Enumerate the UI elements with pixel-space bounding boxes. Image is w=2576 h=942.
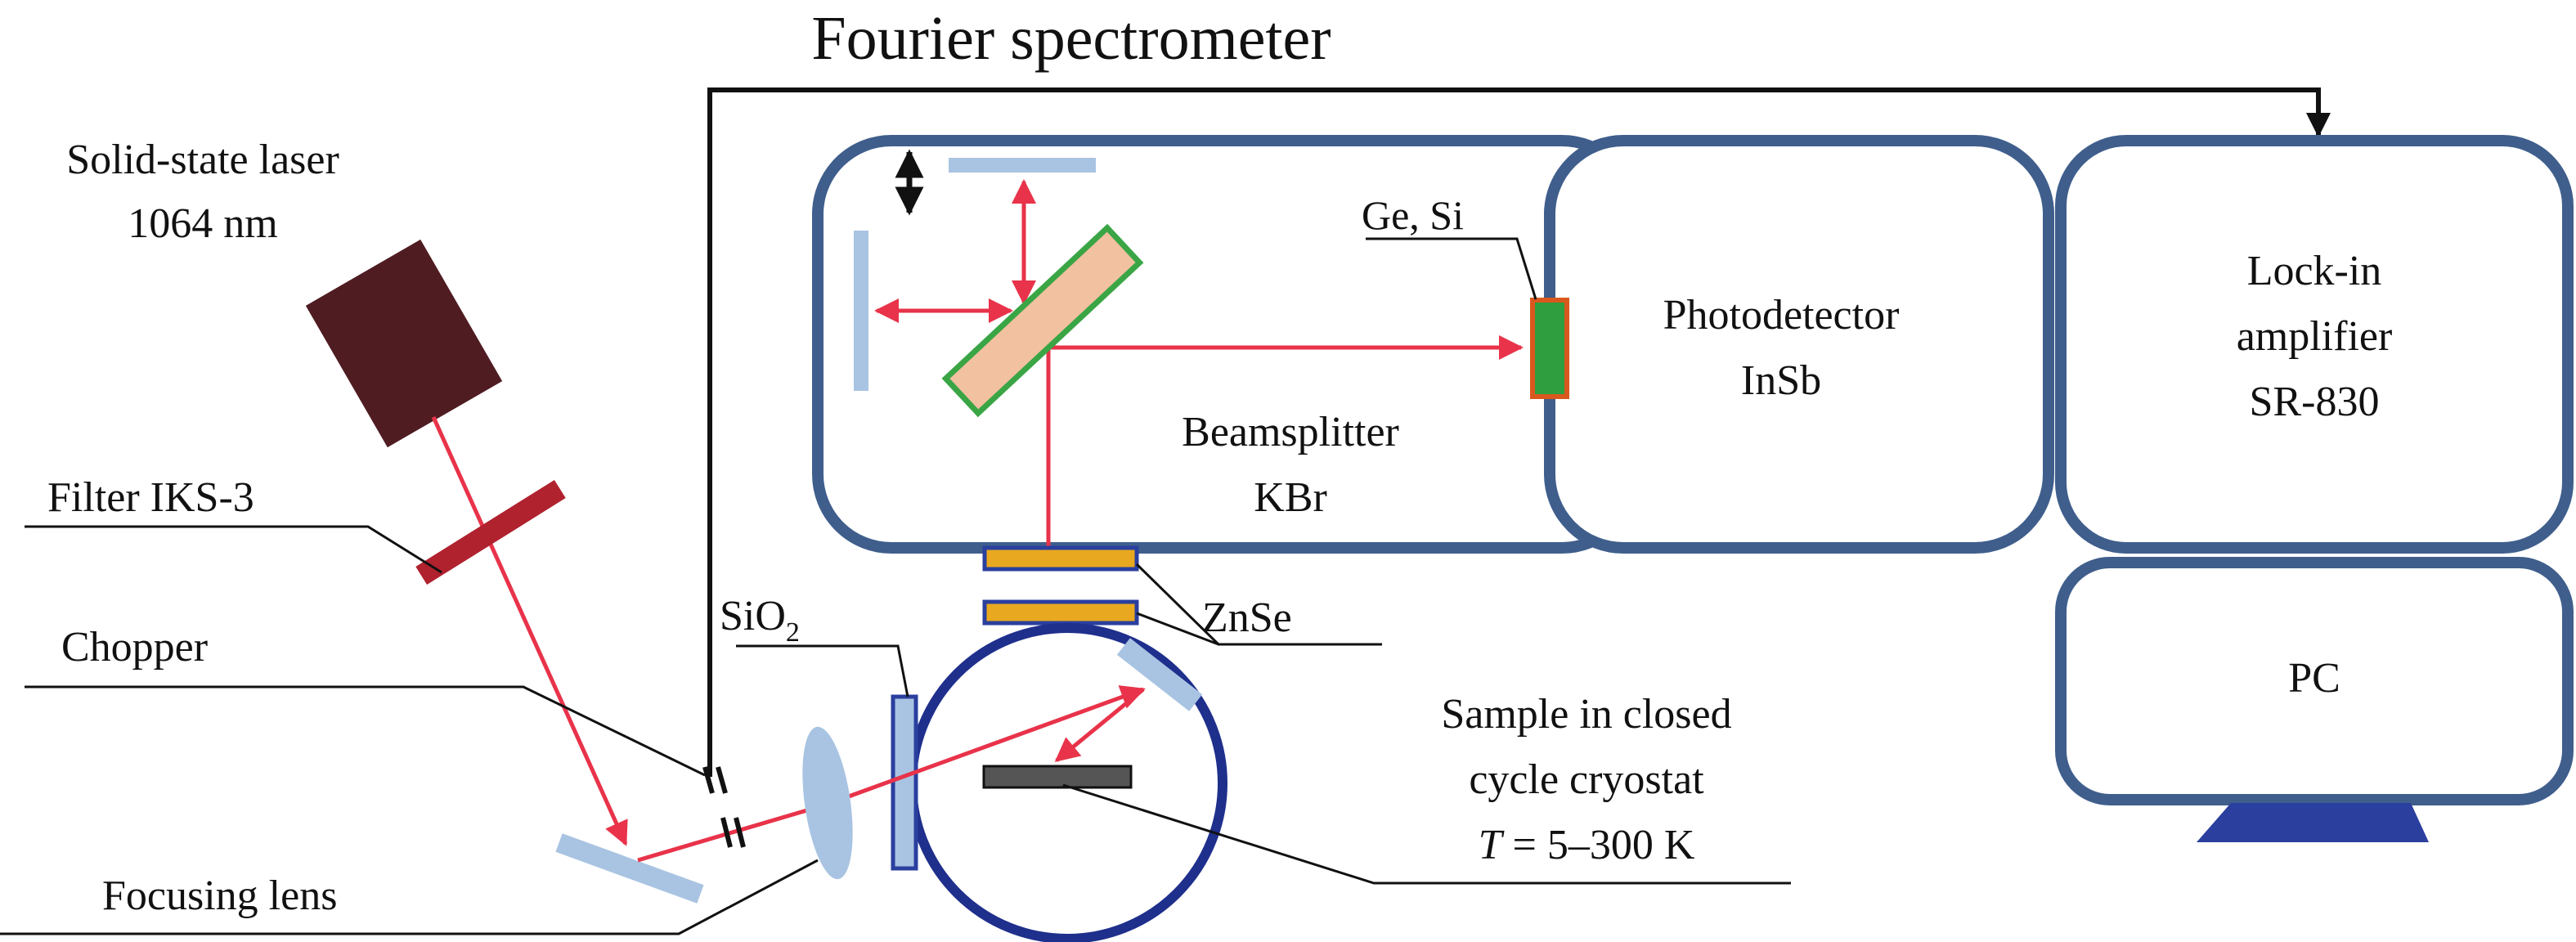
lockin-label-line2: amplifier — [2237, 313, 2393, 360]
moving-mirror — [949, 158, 1096, 173]
laser-label-line2: 1064 nm — [128, 200, 277, 247]
sample-leader — [1062, 783, 1791, 885]
sample-label-line2: cycle cryostat — [1469, 756, 1704, 803]
sio2-label: SiO2 — [720, 593, 800, 648]
beamsplitter-plate — [941, 223, 1144, 418]
lockin-label-line1: Lock-in — [2247, 248, 2382, 294]
sio2-label-subscript: 2 — [786, 617, 800, 648]
chopper-blade-lower — [720, 817, 733, 848]
interferometer-box — [812, 135, 1641, 554]
znse-window-bottom — [982, 599, 1139, 626]
pc-monitor-box — [2055, 557, 2574, 805]
ge-si-label: Ge, Si — [1362, 192, 1464, 238]
beamsplitter-label-line1: Beamsplitter — [1182, 409, 1399, 455]
laser-body — [305, 239, 503, 448]
detector-window — [1530, 298, 1569, 399]
chopper-leader — [25, 685, 706, 777]
diagram-title: Fourier spectrometer — [811, 4, 1331, 73]
sio2-leader — [736, 644, 909, 698]
sample-temperature-symbol: T — [1479, 822, 1505, 868]
filter-iks3 — [415, 479, 566, 585]
cryostat-mirror — [1116, 638, 1203, 711]
sample — [982, 765, 1133, 789]
focusing-lens-leader — [0, 859, 819, 935]
sample-temperature-range: = 5–300 K — [1502, 822, 1695, 868]
sio2-label-main: SiO — [720, 593, 786, 639]
sio2-window — [891, 694, 918, 871]
beam-into-cryostat — [846, 685, 1146, 800]
sample-label-line1: Sample in closed — [1441, 691, 1731, 738]
beamsplitter-label-line2: KBr — [1254, 474, 1327, 521]
pc-stand — [2197, 803, 2429, 842]
reference-signal-wire — [707, 87, 2331, 777]
lockin-amplifier-box — [2055, 135, 2574, 554]
laser-label-line1: Solid-state laser — [66, 137, 339, 183]
photodetector-box — [1544, 135, 2054, 554]
chopper-blade-lower-2 — [734, 817, 746, 848]
chopper-blade-upper — [702, 766, 715, 794]
znse-window-top — [982, 545, 1139, 572]
focusing-lens-label: Focusing lens — [102, 872, 337, 919]
filter-leader — [25, 525, 442, 574]
laser-beam — [431, 415, 628, 846]
lockin-label-line3: SR-830 — [2250, 379, 2380, 425]
pc-label: PC — [2288, 655, 2340, 702]
ge-si-leader — [1366, 237, 1537, 300]
fixed-mirror — [854, 231, 868, 391]
turning-mirror — [555, 833, 704, 904]
beam-to-lens — [637, 807, 810, 863]
photodetector-label-line1: Photodetector — [1663, 292, 1900, 339]
filter-label: Filter IKS-3 — [47, 474, 254, 521]
chopper-label: Chopper — [61, 624, 208, 671]
chopper-blade-upper-2 — [716, 766, 728, 794]
znse-leader-2 — [1136, 612, 1219, 646]
sample-label-line3: T = 5–300 K — [1479, 822, 1695, 868]
photodetector-label-line2: InSb — [1741, 357, 1821, 404]
focusing-lens — [802, 726, 853, 880]
znse-label: ZnSe — [1202, 594, 1292, 641]
beam-to-sample — [1054, 688, 1145, 762]
